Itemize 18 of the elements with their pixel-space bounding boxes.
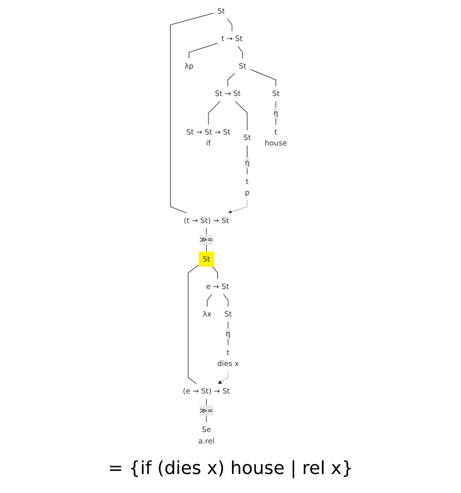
connector <box>222 294 228 308</box>
connector <box>250 68 276 87</box>
connector <box>206 228 207 252</box>
connector <box>170 12 214 214</box>
arrow <box>228 200 248 214</box>
caption: = {if (dies x) house | rel x} <box>108 458 354 479</box>
connector <box>208 100 221 126</box>
connector <box>206 398 207 423</box>
connector <box>206 294 212 308</box>
arrow <box>218 370 228 384</box>
connector <box>227 72 236 87</box>
connector <box>234 100 248 131</box>
connector <box>188 264 200 384</box>
connector <box>212 266 218 280</box>
connector <box>237 46 243 60</box>
connector <box>226 18 232 32</box>
connector <box>188 42 218 60</box>
connector <box>246 144 248 175</box>
